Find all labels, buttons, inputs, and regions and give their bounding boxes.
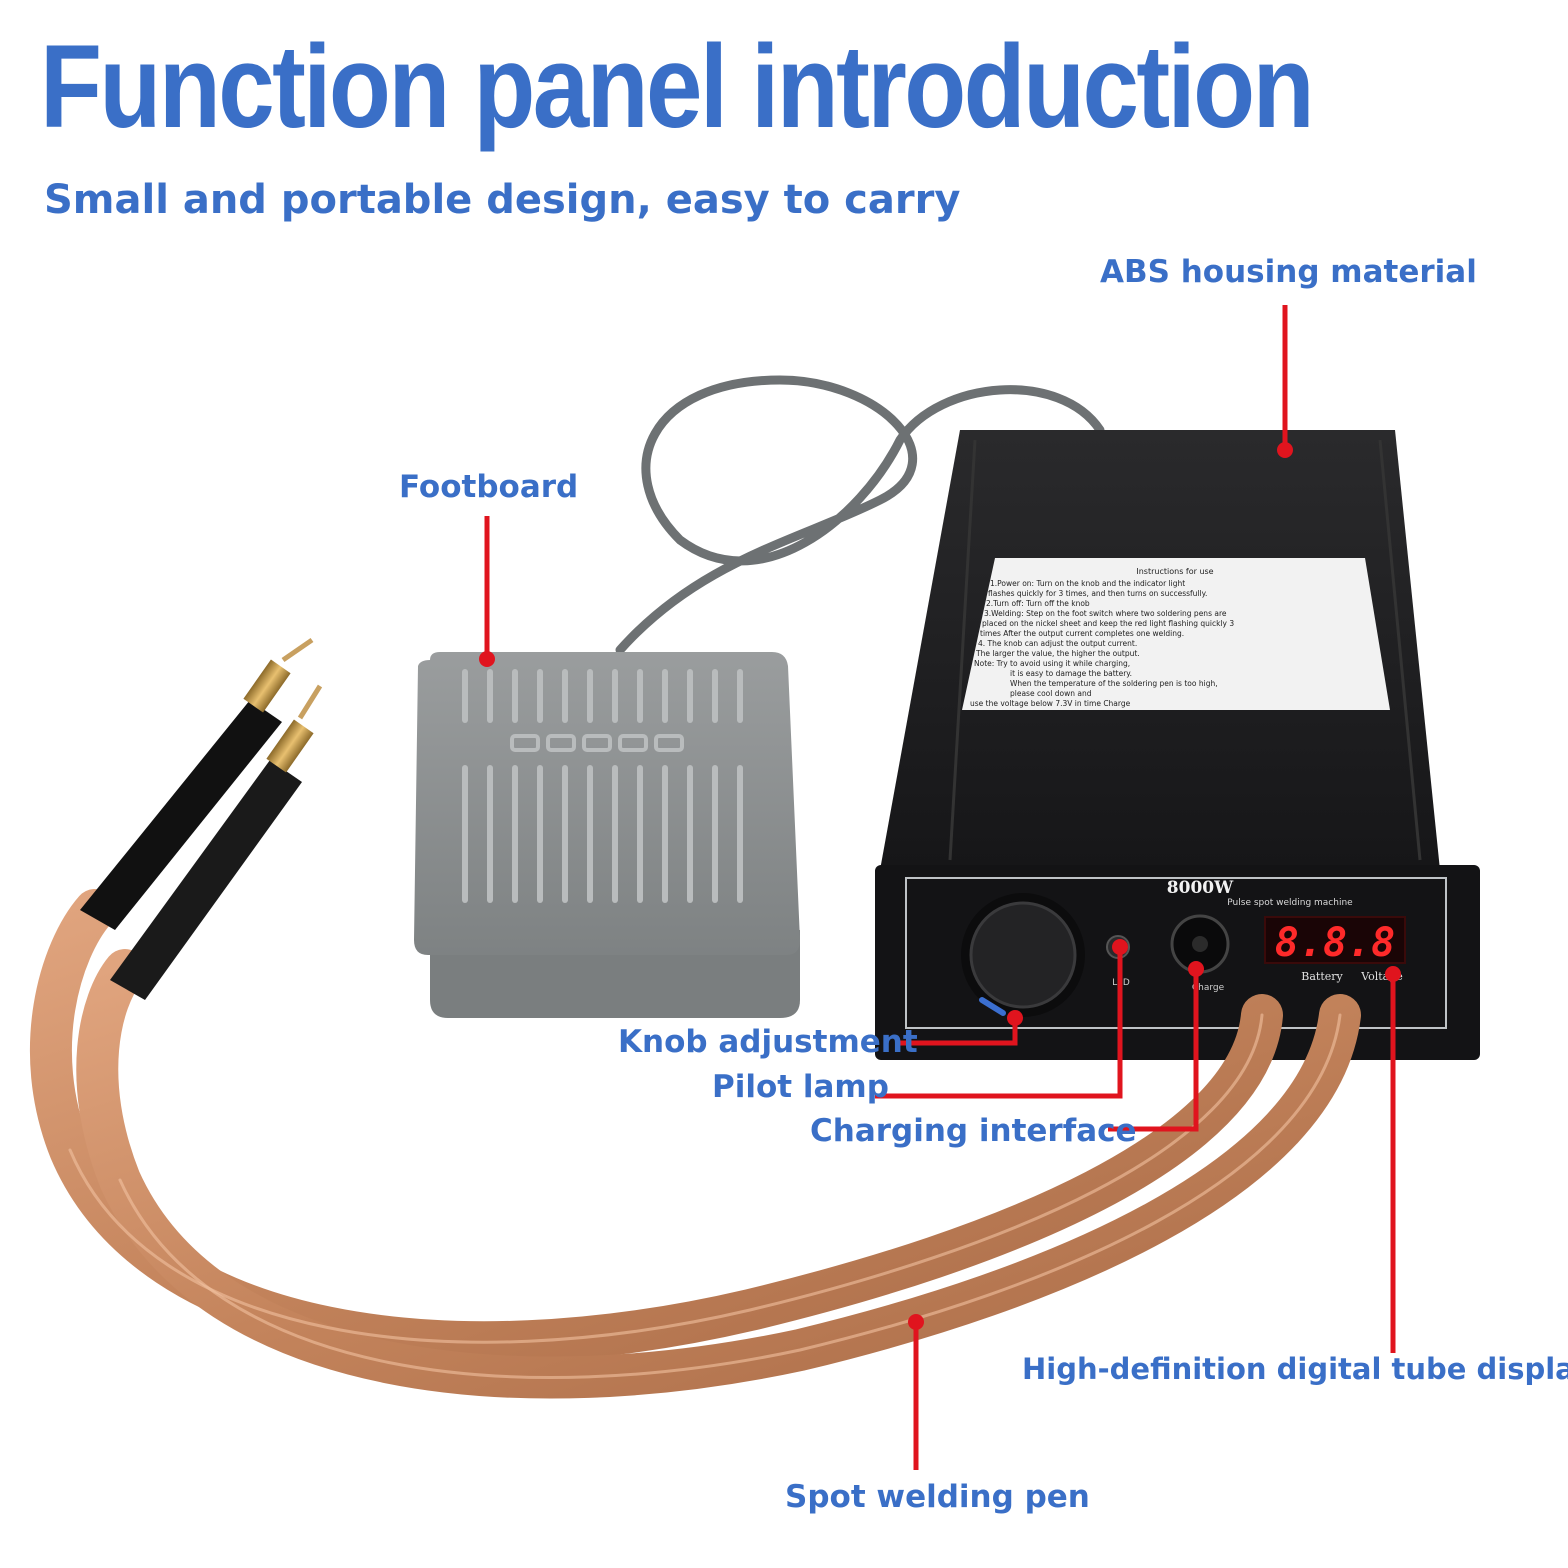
display-readout: 8.8.8 [1275, 920, 1395, 966]
instructions-line: placed on the nickel sheet and keep the … [982, 619, 1234, 628]
page-subtitle: Small and portable design, easy to carry [44, 177, 961, 223]
label-spot-welding-pen: Spot welding pen [785, 1479, 1090, 1515]
digital-display: 8.8.8 [1264, 916, 1406, 966]
pen-electrode [297, 684, 323, 720]
label-abs-housing: ABS housing material [1100, 254, 1477, 290]
label-pilot-lamp: Pilot lamp [712, 1069, 889, 1105]
label-knob-adjustment: Knob adjustment [618, 1024, 918, 1060]
charging-port-label: Charge [1192, 983, 1225, 993]
instructions-heading: Instructions for use [1136, 567, 1213, 576]
instructions-line: The larger the value, the higher the out… [975, 649, 1140, 658]
instructions-line: 3.Welding: Step on the foot switch where… [984, 609, 1227, 618]
pen-electrode [281, 637, 314, 663]
label-charging-interface: Charging interface [810, 1113, 1137, 1149]
instructions-line: When the temperature of the soldering pe… [1010, 679, 1218, 688]
callout-dots [479, 442, 1401, 1330]
foot-pedal [414, 652, 800, 1018]
pedal-cable [615, 375, 1105, 655]
welder-body: Instructions for use 1.Power on: Turn on… [875, 430, 1480, 1060]
battery-port-label: Battery [1301, 970, 1343, 983]
power-rating-label: 8000W [1167, 878, 1234, 898]
instructions-line: Note: Try to avoid using it while chargi… [974, 659, 1130, 668]
pedal-embossed-logo [510, 734, 684, 752]
welding-pens [80, 637, 323, 1000]
instructions-line: please cool down and [1010, 689, 1092, 698]
label-digital-display: High-definition digital tube display [1022, 1352, 1568, 1386]
label-footboard: Footboard [399, 469, 579, 505]
instructions-line: flashes quickly for 3 times, and then tu… [988, 589, 1207, 598]
model-line-label: Pulse spot welding machine [1227, 898, 1353, 908]
callout-pointers [484, 305, 1396, 1470]
pen-tip-brass [266, 719, 314, 773]
knob-indicator [979, 997, 1006, 1016]
instructions-line: 2.Turn off: Turn off the knob [986, 599, 1090, 608]
pen-tip-brass [243, 659, 291, 713]
instructions-line: use the voltage below 7.3V in time Charg… [970, 699, 1131, 708]
pedal-ridges [462, 669, 743, 903]
instructions-line: times After the output current completes… [980, 629, 1184, 638]
copper-cables [29, 889, 1361, 1399]
adjustment-knob[interactable] [961, 893, 1085, 1017]
instructions-sticker: Instructions for use 1.Power on: Turn on… [962, 558, 1390, 710]
instructions-line: it is easy to damage the battery. [1010, 669, 1132, 678]
instructions-line: 4. The knob can adjust the output curren… [978, 639, 1137, 648]
instructions-line: 1.Power on: Turn on the knob and the ind… [990, 579, 1185, 588]
